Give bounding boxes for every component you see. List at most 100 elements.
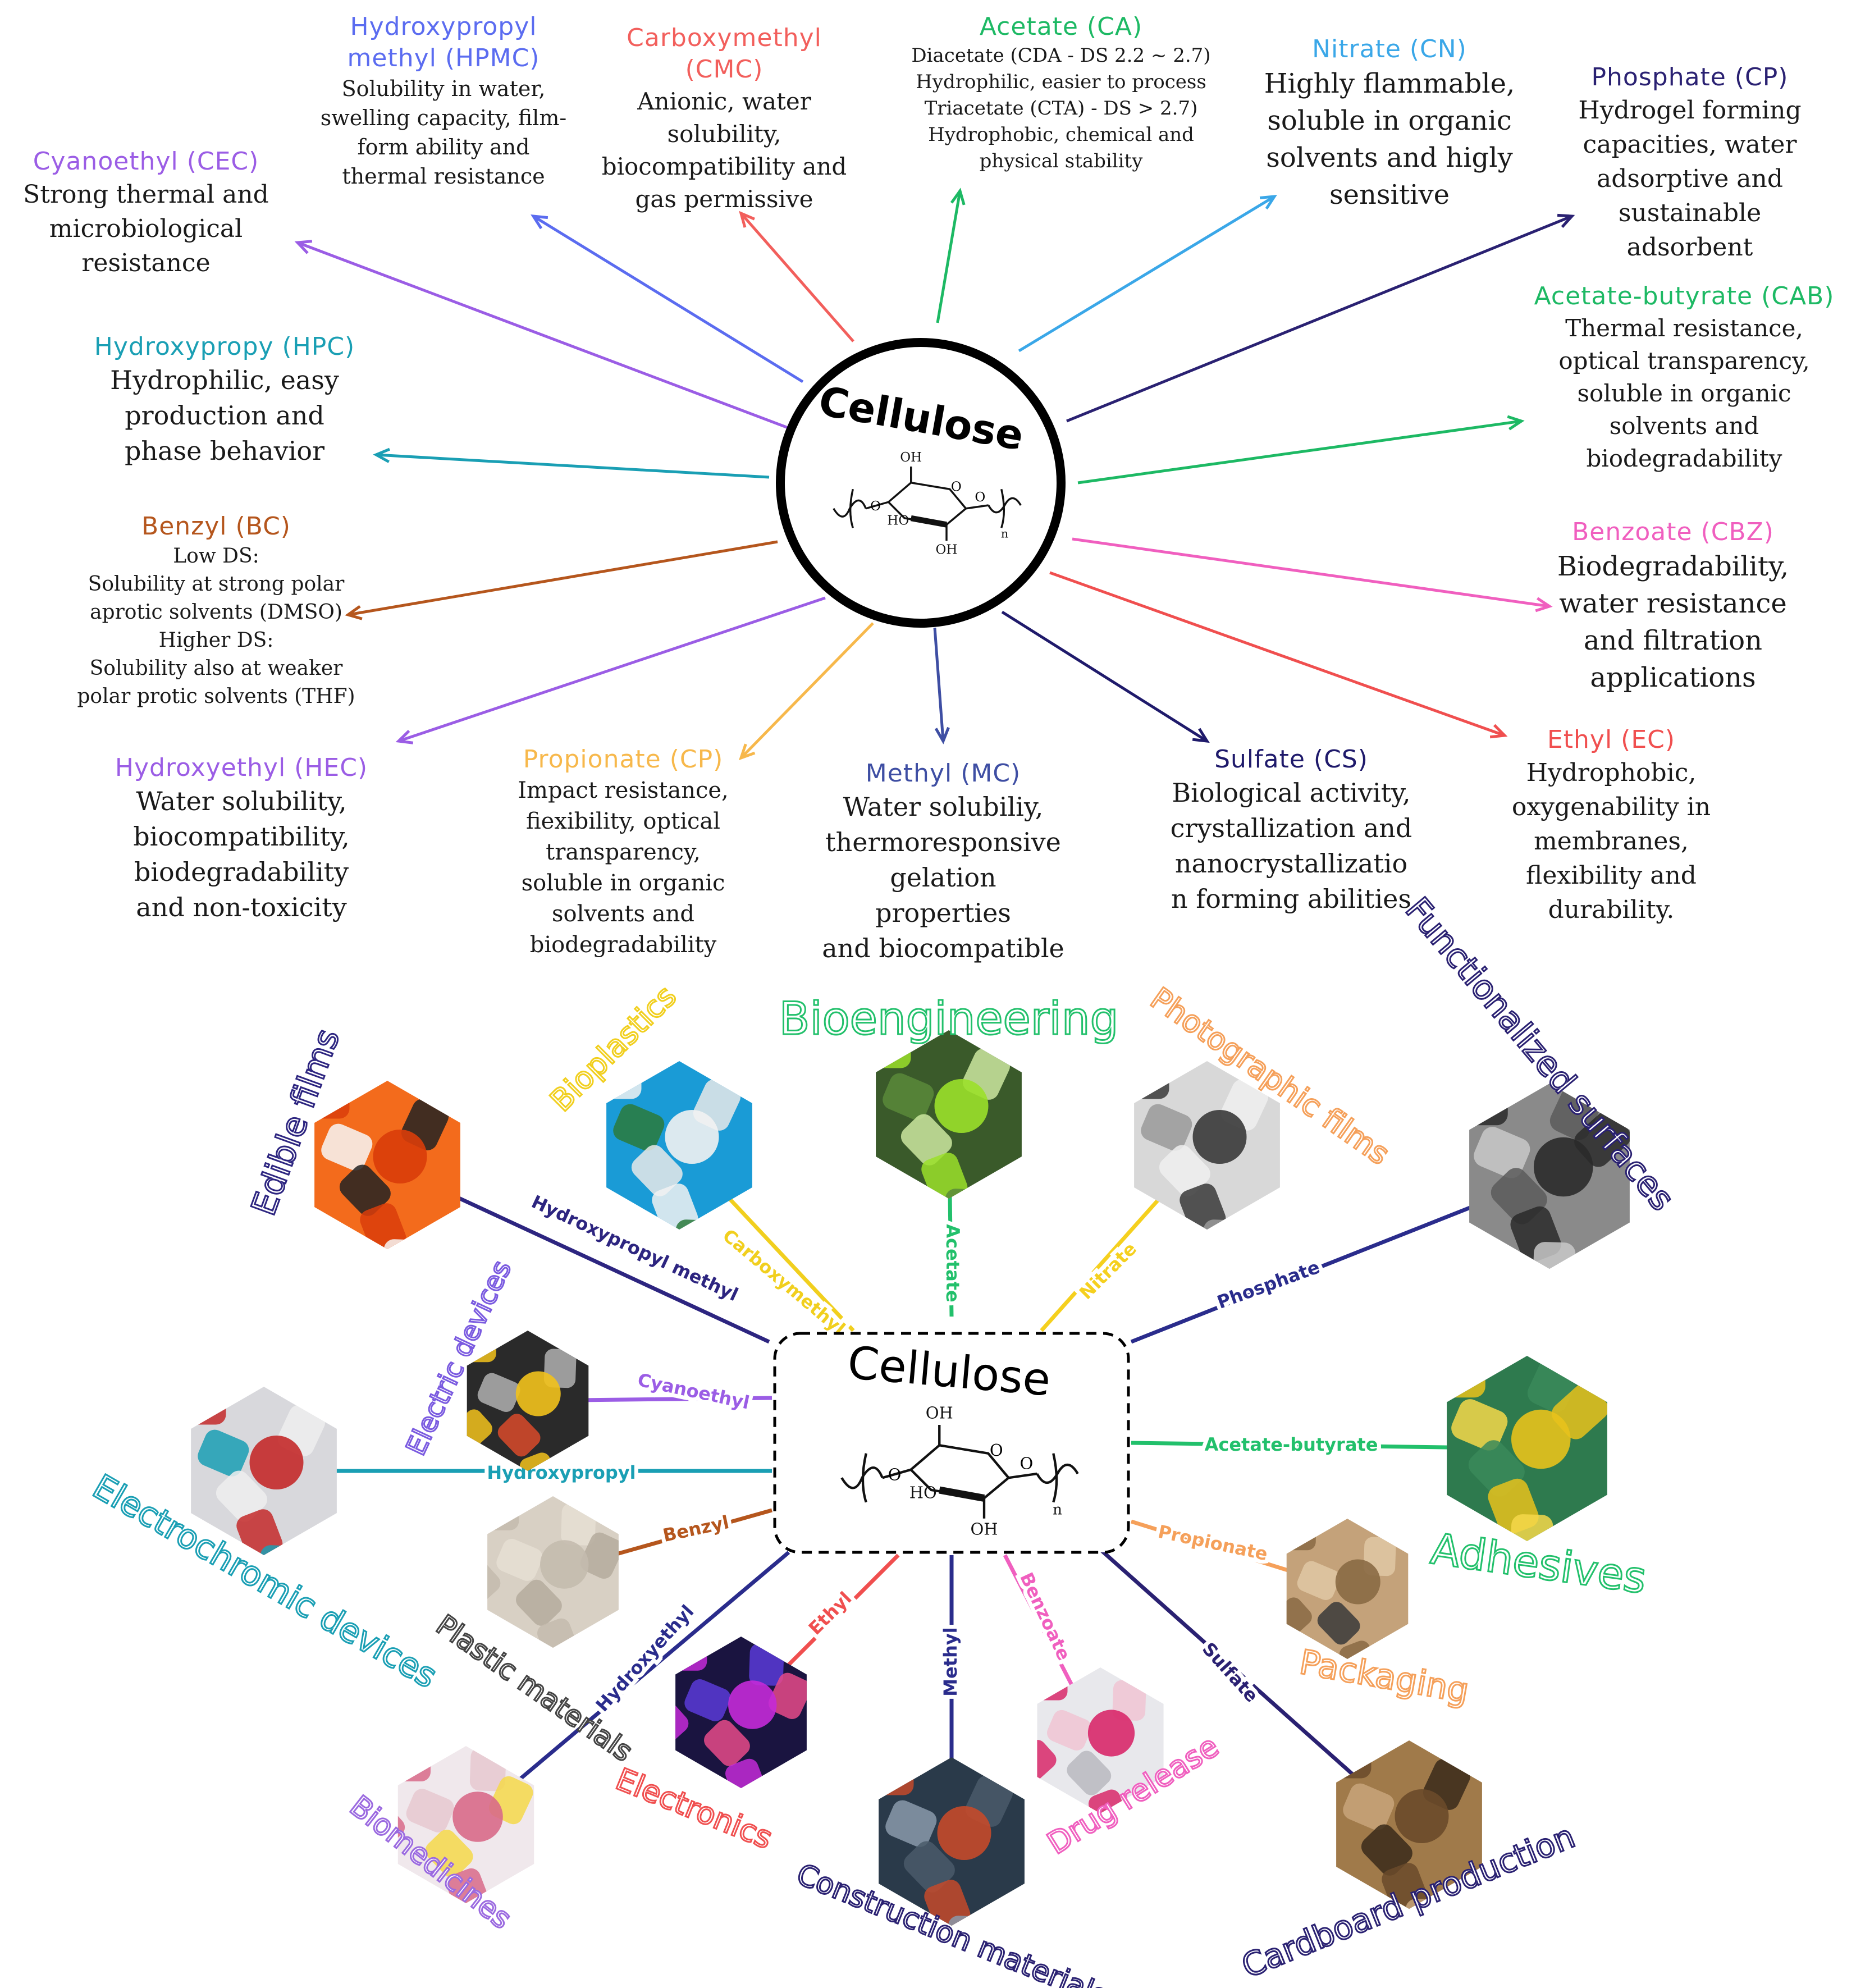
link-label: Hydroxypropyl (487, 1462, 636, 1483)
structure-oh_top: OH (926, 1403, 953, 1422)
application-biomed: Biomedicines (342, 1746, 534, 1937)
derivative-description: Low DS: Solubility at strong polar aprot… (77, 545, 355, 708)
derivative-arrow-cp_phos (1066, 213, 1575, 423)
derivative-arrow-hpmc (531, 214, 804, 383)
derivative-arrow-mc (933, 627, 950, 744)
application-cardboard: Cardboard production (1236, 1740, 1581, 1986)
arrowhead (395, 730, 414, 744)
derivative-title: Ethyl (EC) (1547, 725, 1676, 754)
derivative-hec: Hydroxyethyl (HEC) Water solubility, bioc… (79, 752, 404, 925)
arrowhead (1259, 195, 1277, 210)
derivative-arrow-cs (1001, 610, 1210, 743)
link-label: Carboxymethyl (719, 1224, 849, 1339)
derivative-title: Acetate-butyrate (CAB) (1534, 282, 1835, 310)
arrowhead (531, 214, 548, 230)
derivative-arrow-bc (345, 540, 778, 620)
application-electrochromic: Electrochromic devices (85, 1387, 445, 1697)
derivative-title: Phosphate (CP) (1591, 63, 1789, 92)
derivative-cab: Acetate-butyrate (CAB) Thermal resistance… (1516, 281, 1853, 475)
derivative-title: Nitrate (CN) (1312, 35, 1467, 63)
derivative-title: Carboxymethyl (CMC) (627, 24, 822, 84)
derivative-arrow-ec (1049, 571, 1508, 739)
application-adhesives: Adhesives (1427, 1356, 1651, 1604)
link-label: Benzyl (661, 1511, 731, 1546)
flask-photo (876, 1030, 1022, 1199)
derivative-ca: Acetate (CA)Diacetate (CDA - DS 2.2 ~ 2.… (876, 11, 1246, 175)
derivative-cs: Sulfate (CS)Biological activity, crystal… (1151, 744, 1432, 917)
link-label: Nitrate (1075, 1238, 1141, 1304)
derivative-title: Benzyl (BC) (141, 512, 291, 541)
structure-oh_bottom: OH (970, 1520, 998, 1539)
structure-oh_bottom: OH (936, 542, 958, 557)
derivative-arrow-cab (1077, 415, 1525, 485)
structure-ho_left: HO (909, 1483, 937, 1502)
left-oxygen-label: O (870, 499, 881, 514)
derivative-arrow-cmc (739, 211, 854, 342)
derivative-description: Solubility in water, swelling capacity, … (320, 76, 567, 189)
derivative-description: Thermal resistance, optical transparency… (1558, 314, 1810, 472)
derivative-arrow-cec (294, 240, 801, 434)
application-label: Packaging (1297, 1643, 1472, 1711)
derivative-arrow-hec (395, 596, 826, 744)
link-label: Acetate-butyrate (1205, 1434, 1378, 1455)
derivative-description: Impact resistance, fiexibility, optical … (518, 778, 729, 958)
ring-oxygen-label: O (990, 1441, 1003, 1460)
structure-ho_left: HO (887, 514, 909, 528)
derivative-description: Strong thermal and microbiological resis… (23, 180, 269, 277)
arrowhead (1507, 415, 1525, 431)
derivative-title: Hydroxypropy (HPC) (94, 332, 355, 361)
derivative-title: Hydroxypropyl methyl (HPMC) (347, 12, 540, 72)
structure-n: n (1001, 527, 1008, 541)
application-edible: Edible films (243, 1023, 460, 1249)
structure-oh_top: OH (900, 450, 922, 465)
arrowhead (1192, 728, 1210, 743)
derivative-description: Highly flammable, soluble in organic sol… (1264, 68, 1515, 211)
application-photo: Photographic films (1134, 980, 1397, 1230)
derivative-description: Biological activity, crystallization and… (1170, 778, 1412, 914)
derivative-description: Water solubility, biocompatibility, biod… (133, 786, 350, 922)
derivative-title: Benzoate (CBZ) (1572, 518, 1774, 546)
arrowhead (373, 447, 390, 463)
chip-photo (675, 1637, 807, 1788)
application-functional: Functionalized surfaces (1397, 889, 1683, 1269)
link-label: Sulfate (1198, 1638, 1263, 1707)
link-label: Phosphate (1214, 1256, 1323, 1313)
arrowhead (294, 240, 313, 254)
link-label: Benzoate (1016, 1569, 1075, 1663)
application-electric: Electric devices (399, 1255, 589, 1471)
arrowhead (345, 605, 363, 620)
derivative-arrow-cbz (1072, 537, 1553, 613)
derivative-cec: Cyanoethyl (CEC)Strong thermal and micro… (0, 146, 292, 280)
film-roll-photo (1134, 1061, 1280, 1230)
arrowhead (950, 188, 966, 205)
arrowhead (1557, 213, 1575, 228)
derivative-description: Hydrogel forming capacities, water adsor… (1578, 96, 1802, 262)
arrowhead (1489, 724, 1508, 739)
derivative-title: Hydroxyethyl (HEC) (115, 753, 368, 782)
derivative-arrow-ca (936, 188, 966, 323)
derivative-ec: Ethyl (EC) Hydrophobic, oxygenability in … (1493, 724, 1729, 927)
derivative-arrow-hpc (373, 447, 770, 479)
derivative-arrow-cn (1018, 195, 1277, 353)
derivative-description: Water solubiliy, thermoresponsive gelati… (822, 792, 1064, 963)
derivative-description: Hydrophilic, easy production and phase b… (110, 365, 339, 466)
derivative-title: Methyl (MC) (865, 759, 1021, 788)
derivative-cbz: Benzoate (CBZ) Biodegradability, water re… (1516, 517, 1830, 696)
derivative-description: Anionic, water solubility, biocompatibil… (601, 88, 847, 213)
derivative-arrow-cp_prop (738, 622, 874, 761)
arrowhead (1535, 597, 1553, 613)
derivative-title: Acetate (CA) (979, 12, 1143, 41)
right-oxygen-label: O (975, 490, 985, 505)
derivative-description: Biodegradability, water resistance and f… (1557, 551, 1789, 693)
derivative-bc: Benzyl (BC) Low DS: Solubility at strong … (56, 511, 376, 711)
derivative-cn: Nitrate (CN) Highly flammable, soluble in… (1252, 34, 1527, 213)
derivative-description: Hydrophobic, oxygenability in membranes,… (1511, 758, 1711, 924)
derivative-hpmc: Hydroxypropyl methyl (HPMC)Solubility in… (298, 11, 589, 191)
application-label: Bioengineering (779, 993, 1119, 1045)
derivative-cp_phos: Phosphate (CP) Hydrogel forming capacitie… (1533, 62, 1847, 264)
application-drug: Drug release (1037, 1667, 1226, 1862)
app-link-adhesives: Acetate-butyrate (1131, 1430, 1528, 1459)
derivative-title: Propionate (CP) (523, 745, 724, 774)
